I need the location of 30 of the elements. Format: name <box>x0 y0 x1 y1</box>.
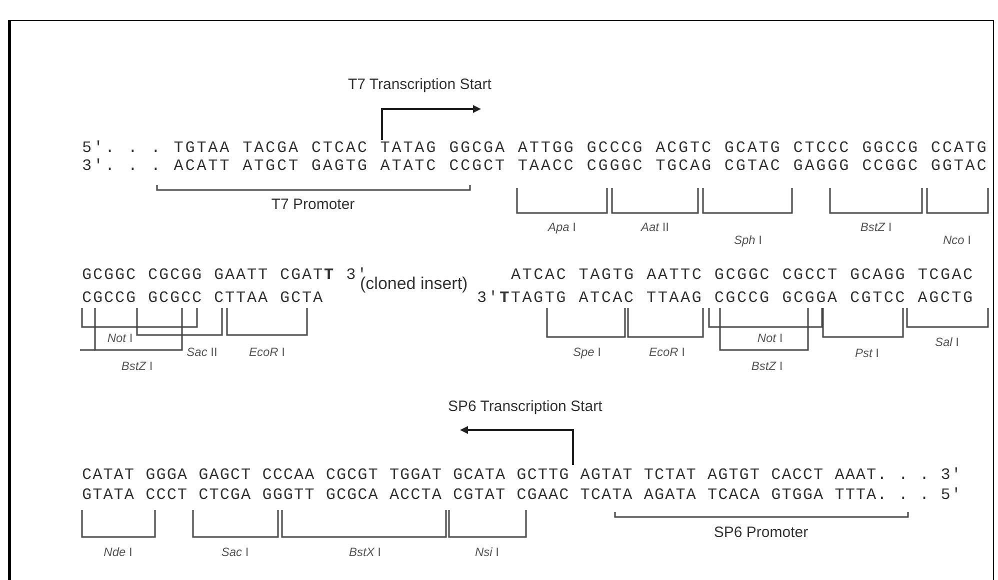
dna-sequence: CATAT GGGA GAGCT CCCAA CGCGT TGGAT GCATA GCTTG AGTAT TCTAT AGTGT CACCT AAAT. . . 3′ <box>82 467 962 483</box>
dna-sequence: 3′TTAGTG ATCAC TTAAG CGCCG GCGGA CGTCC AGCTG <box>477 290 974 306</box>
promoter-label: SP6 Promoter <box>714 525 808 540</box>
dna-sequence: CGCCG GCGCC CTTAA GCTA <box>82 290 324 306</box>
enzyme-label: Nde I <box>104 546 132 558</box>
enzyme-label: BstZ I <box>860 221 892 233</box>
dna-sequence: 5′. . . TGTAA TACGA CTCAC TATAG GGCGA ATTGG GCCCG ACGTC GCATG CTCCC GGCCG CCATG <box>82 140 988 156</box>
enzyme-label: Sal I <box>935 336 959 348</box>
enzyme-label: BstZ I <box>121 360 153 372</box>
enzyme-label: EcoR I <box>249 346 285 358</box>
enzyme-label: Not I <box>757 332 783 344</box>
enzyme-label: Apa I <box>548 221 576 233</box>
enzyme-label: Not I <box>107 332 133 344</box>
transcription-start-label: SP6 Transcription Start <box>448 399 602 414</box>
enzyme-label: Sph I <box>734 234 762 246</box>
dna-sequence: ATCAC TAGTG AATTC GCGGC CGCCT GCAGG TCGAC <box>511 267 974 283</box>
enzyme-label: EcoR I <box>649 346 685 358</box>
dna-sequence: GTATA CCCT CTCGA GGGTT GCGCA ACCTA CGTAT CGAAC TCATA AGATA TCACA GTGGA TTTA. . . 5′ <box>82 487 962 503</box>
enzyme-label: Aat II <box>640 221 670 233</box>
enzyme-label: BstZ I <box>751 360 783 372</box>
promoter-label: T7 Promoter <box>271 197 355 212</box>
transcription-start-label: T7 Transcription Start <box>348 77 492 92</box>
enzyme-label: Sac I <box>221 546 249 558</box>
enzyme-label: Sac II <box>186 346 218 358</box>
enzyme-label: Pst I <box>855 347 879 359</box>
enzyme-label: BstX I <box>349 546 381 558</box>
enzyme-label: Spe I <box>572 346 602 358</box>
dna-sequence: 3′. . . ACATT ATGCT GAGTG ATATC CCGCT TAACC CGGGC TGCAG CGTAC GAGGG CCGGC GGTAC <box>82 158 988 174</box>
enzyme-label: Nsi I <box>475 546 499 558</box>
enzyme-label: Nco I <box>943 234 971 246</box>
